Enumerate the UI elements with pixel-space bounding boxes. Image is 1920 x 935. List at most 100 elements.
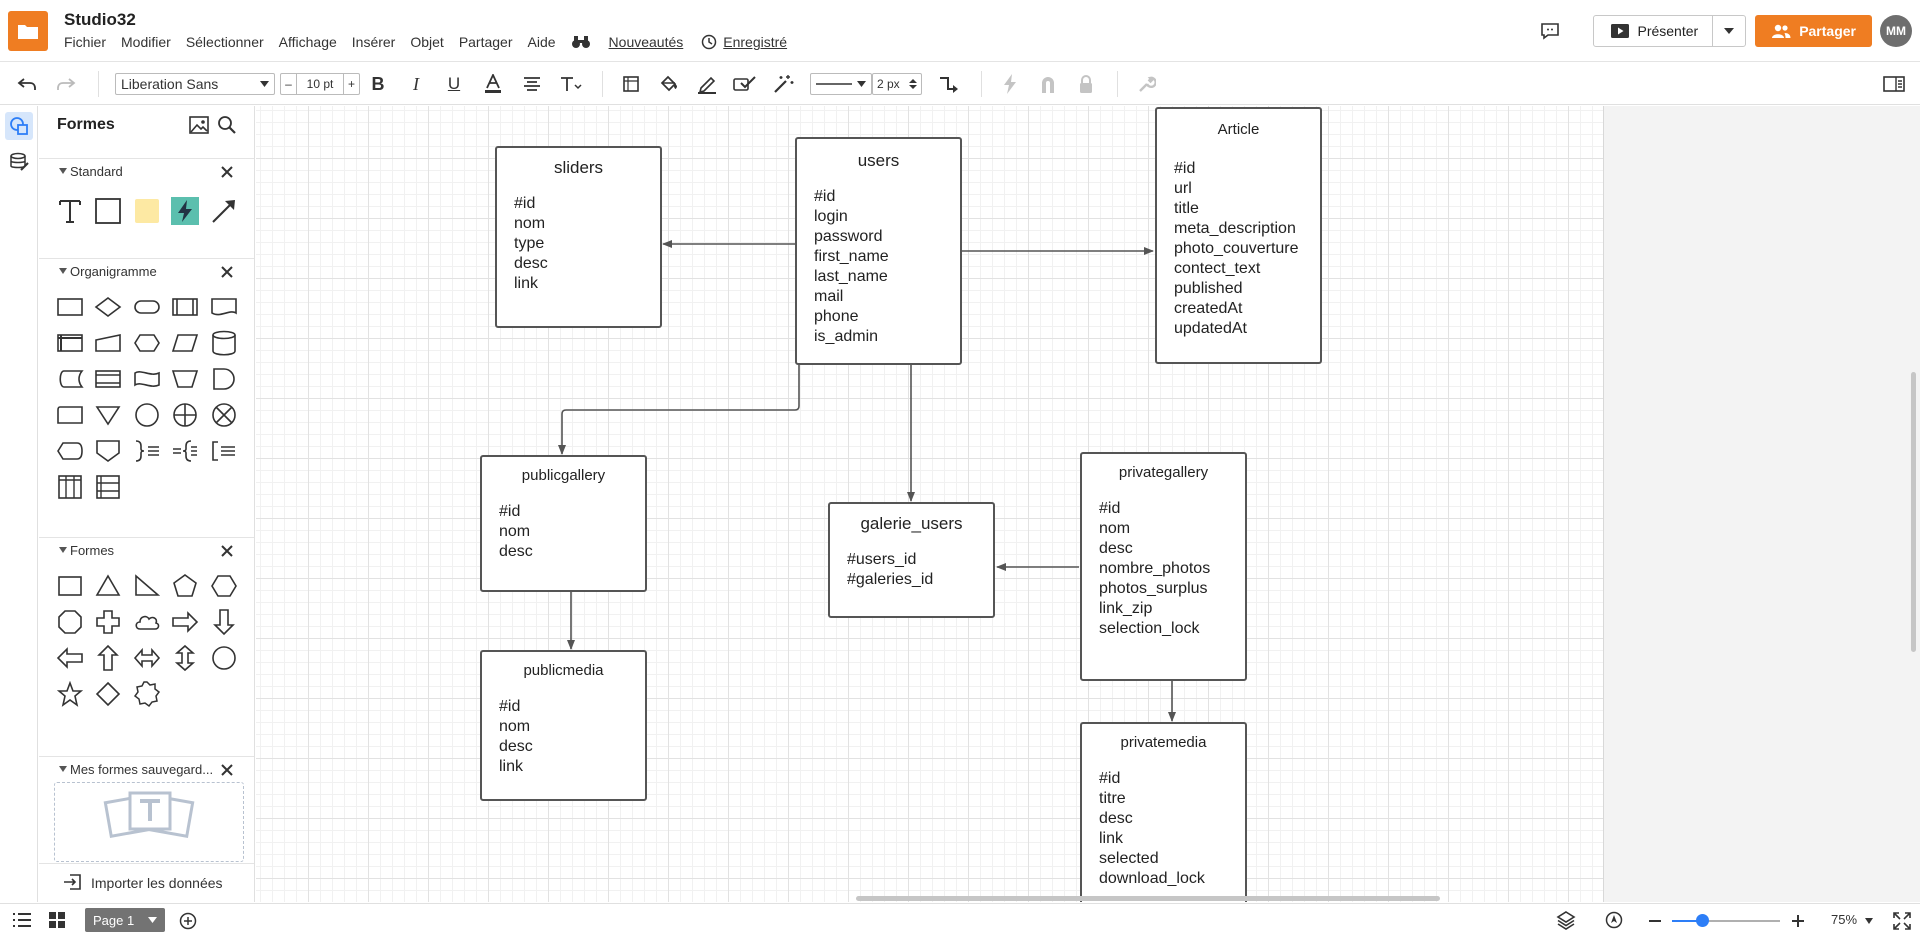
list-view-icon[interactable] <box>12 912 32 928</box>
double-arrow-h-shape[interactable] <box>132 643 162 673</box>
advanced-tools-button[interactable] <box>1135 72 1159 96</box>
connector-shape[interactable] <box>132 400 162 430</box>
section-header[interactable]: Mes formes sauvegard... <box>39 756 254 782</box>
whats-new-link[interactable]: Nouveautés <box>608 34 684 50</box>
vertical-scrollbar[interactable] <box>1911 372 1916 652</box>
close-icon[interactable] <box>219 164 235 180</box>
menu-share[interactable]: Partager <box>458 34 513 50</box>
horizontal-scrollbar[interactable] <box>856 896 1440 901</box>
chevron-down-icon[interactable] <box>148 917 157 923</box>
lock-button[interactable] <box>1074 72 1098 96</box>
zoom-level[interactable]: 75% <box>1831 912 1873 927</box>
right-triangle-shape[interactable] <box>132 571 162 601</box>
square-shape[interactable] <box>55 571 85 601</box>
zoom-in-icon[interactable] <box>1790 913 1806 929</box>
layers-icon[interactable] <box>1556 910 1576 930</box>
right-arrow-shape[interactable] <box>170 607 200 637</box>
document-title[interactable]: Studio32 <box>64 10 136 29</box>
section-header[interactable]: Formes <box>39 537 254 563</box>
close-icon[interactable] <box>219 762 235 778</box>
manual-operation-shape[interactable] <box>170 364 200 394</box>
off-page-shape[interactable] <box>93 436 123 466</box>
bracket-annotation-shape[interactable] <box>209 436 239 466</box>
swimlane-horizontal-shape[interactable] <box>93 472 123 502</box>
line-color-button[interactable] <box>694 72 720 96</box>
octagon-shape[interactable] <box>55 607 85 637</box>
multi-document-shape[interactable] <box>93 364 123 394</box>
menu-view[interactable]: Affichage <box>278 34 337 50</box>
navigate-icon[interactable] <box>1605 911 1623 929</box>
paper-tape-shape[interactable] <box>132 364 162 394</box>
zoom-slider-track[interactable] <box>1672 920 1780 922</box>
font-size-decrease[interactable]: – <box>281 74 297 94</box>
text-options-button[interactable] <box>558 72 584 96</box>
menu-file[interactable]: Fichier <box>64 34 107 50</box>
action-shape[interactable] <box>170 196 200 226</box>
badge-shape[interactable] <box>132 679 162 709</box>
add-page-icon[interactable] <box>179 912 197 930</box>
menu-help[interactable]: Aide <box>527 34 556 50</box>
style-options-button[interactable] <box>731 72 759 96</box>
page-tab[interactable]: Page 1 <box>85 908 165 932</box>
present-button[interactable]: Présenter <box>1594 16 1714 46</box>
toggle-right-panel-button[interactable] <box>1880 72 1908 96</box>
or-shape[interactable] <box>209 400 239 430</box>
stroke-style-select[interactable] <box>810 73 872 95</box>
font-size-value[interactable]: 10 pt <box>306 77 334 91</box>
down-arrow-shape[interactable] <box>209 607 239 637</box>
close-icon[interactable] <box>219 264 235 280</box>
saved-shapes-dropzone[interactable] <box>54 782 244 862</box>
redo-button[interactable] <box>53 72 79 96</box>
undo-button[interactable] <box>14 72 40 96</box>
font-size-increase[interactable]: + <box>342 74 359 94</box>
document-shape[interactable] <box>209 292 239 322</box>
section-header[interactable]: Standard <box>39 158 254 184</box>
section-header[interactable]: Organigramme <box>39 258 254 284</box>
cloud-shape[interactable] <box>132 607 162 637</box>
diamond-shape[interactable] <box>93 679 123 709</box>
italic-button[interactable]: I <box>404 72 428 96</box>
menu-edit[interactable]: Modifier <box>121 34 171 50</box>
comments-button[interactable] <box>1535 16 1565 46</box>
preparation-shape[interactable] <box>132 328 162 358</box>
process-shape[interactable] <box>55 292 85 322</box>
zoom-out-icon[interactable] <box>1647 913 1663 929</box>
underline-button[interactable]: U <box>442 72 466 96</box>
search-icon[interactable] <box>217 115 237 138</box>
data-panel-button[interactable] <box>5 148 33 176</box>
delay-shape[interactable] <box>209 364 239 394</box>
text-color-button[interactable] <box>481 72 505 96</box>
predefined-process-shape[interactable] <box>170 292 200 322</box>
sticky-note-shape[interactable] <box>132 196 162 226</box>
image-icon[interactable] <box>189 116 209 137</box>
line-shape[interactable] <box>209 196 239 226</box>
card-shape[interactable] <box>55 400 85 430</box>
text-align-button[interactable] <box>520 72 544 96</box>
double-arrow-v-shape[interactable] <box>170 643 200 673</box>
connector-users-publicgallery[interactable] <box>558 362 800 455</box>
display-shape[interactable] <box>55 436 85 466</box>
swimlane-vertical-shape[interactable] <box>55 472 85 502</box>
zoom-slider-handle[interactable] <box>1696 914 1709 927</box>
close-icon[interactable] <box>219 543 235 559</box>
stroke-width-select[interactable]: 2 px <box>872 73 922 95</box>
rectangle-shape[interactable] <box>93 196 123 226</box>
terminator-shape[interactable] <box>132 292 162 322</box>
summing-junction-shape[interactable] <box>170 400 200 430</box>
database-shape[interactable] <box>209 328 239 358</box>
shapes-panel-button[interactable] <box>5 112 33 140</box>
border-options-button[interactable] <box>619 72 643 96</box>
binoculars-icon[interactable] <box>571 35 591 49</box>
magnet-button[interactable] <box>1036 72 1060 96</box>
decision-shape[interactable] <box>93 292 123 322</box>
data-shape[interactable] <box>170 328 200 358</box>
fill-color-button[interactable] <box>656 72 682 96</box>
